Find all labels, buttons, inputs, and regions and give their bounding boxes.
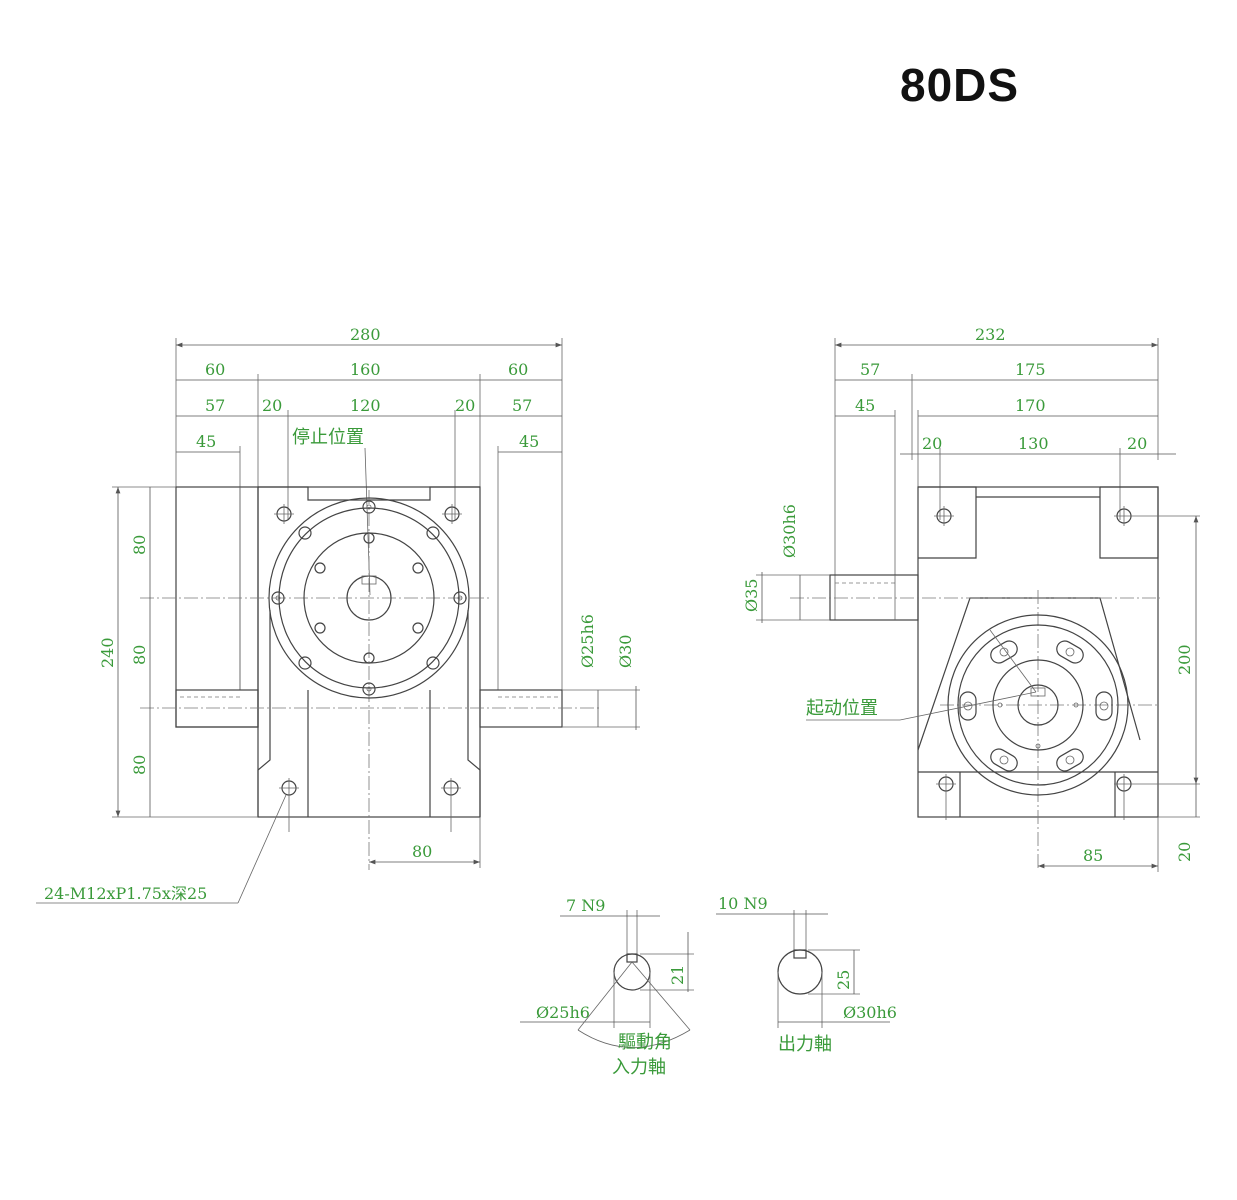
- mounting-holes: [274, 504, 462, 832]
- input-height-dim: 21: [668, 965, 687, 985]
- output-height-dim: 25: [834, 970, 853, 990]
- dim-175: 175: [1015, 360, 1046, 379]
- dim-d35: Ø35: [742, 579, 761, 612]
- output-shaft-section: 10 N9 25 Ø30h6 出力軸: [716, 894, 897, 1055]
- dim-80-mid: 80: [130, 645, 149, 665]
- dim-80-top: 80: [130, 535, 149, 555]
- output-flange-disc: [268, 497, 470, 699]
- dim-d30: Ø30: [616, 635, 635, 668]
- dim-57-left: 57: [205, 396, 225, 415]
- thread-note: 24-M12xP1.75x深25: [44, 884, 207, 903]
- stop-position-label: 停止位置: [292, 427, 364, 448]
- dim-280: 280: [350, 325, 381, 344]
- dim-20-right: 20: [455, 396, 475, 415]
- front-left-dimensions: [112, 486, 258, 818]
- output-label: 出力軸: [778, 1034, 832, 1055]
- dim-160: 160: [350, 360, 381, 379]
- dim-60-left: 60: [205, 360, 225, 379]
- dim-232: 232: [975, 325, 1006, 344]
- dim-200: 200: [1175, 644, 1194, 675]
- output-key-dim: 10 N9: [718, 894, 768, 913]
- dim-20-vertical: 20: [1175, 842, 1194, 862]
- input-key-dim: 7 N9: [566, 896, 605, 915]
- side-housing: [829, 486, 1159, 818]
- side-view: 232 57 175 45 170 20 130 20: [742, 325, 1200, 872]
- front-top-dimensions: [175, 338, 563, 700]
- front-view: 280 60 160 60 57 20 120 20 57 45 45 停止位置: [36, 325, 640, 904]
- dim-240: 240: [98, 637, 117, 668]
- dim-20-left: 20: [922, 434, 942, 453]
- dim-130: 130: [1018, 434, 1049, 453]
- output-dia-dim: Ø30h6: [843, 1003, 897, 1022]
- input-shaft-section: 7 N9 21 Ø25h6 驅動角 入力軸: [520, 896, 694, 1078]
- drawing-title: 80DS: [900, 59, 1020, 111]
- dim-85: 85: [1083, 846, 1103, 865]
- dim-80-bottom: 80: [130, 755, 149, 775]
- dim-45-right: 45: [519, 432, 539, 451]
- dim-60-right: 60: [508, 360, 528, 379]
- start-position-label: 起动位置: [806, 698, 878, 719]
- dim-57-right: 57: [512, 396, 532, 415]
- input-dia-dim: Ø25h6: [536, 1003, 590, 1022]
- dim-45: 45: [855, 396, 875, 415]
- dim-20-right: 20: [1127, 434, 1147, 453]
- dim-80-bottom-horizontal: 80: [412, 842, 432, 861]
- input-label-line2: 入力軸: [612, 1057, 666, 1078]
- dim-57: 57: [860, 360, 880, 379]
- dim-d30h6: Ø30h6: [780, 504, 799, 558]
- dim-120: 120: [350, 396, 381, 415]
- input-label-line1: 驅動角: [618, 1032, 672, 1053]
- dim-d25h6: Ø25h6: [578, 614, 597, 668]
- dim-20-left: 20: [262, 396, 282, 415]
- side-flange: [947, 614, 1129, 796]
- dim-170: 170: [1015, 396, 1046, 415]
- side-top-dimensions: [834, 338, 1176, 620]
- dim-45-left: 45: [196, 432, 216, 451]
